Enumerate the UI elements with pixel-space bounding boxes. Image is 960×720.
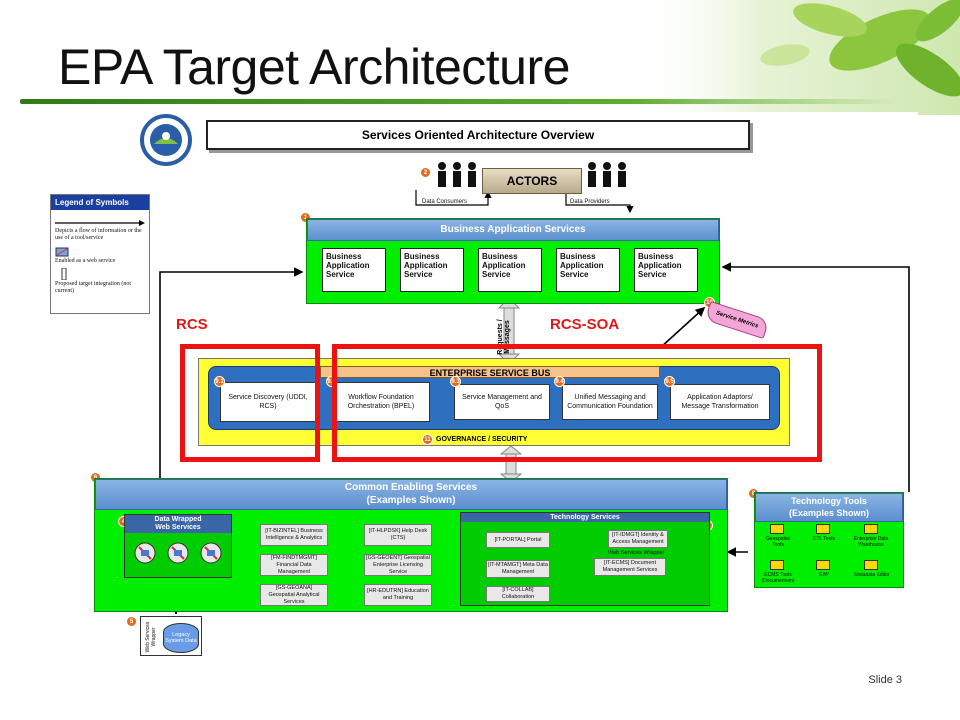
esb-module-workflow: Workflow Foundation Orchestration (BPEL) xyxy=(332,382,430,422)
data-warehouse-icon xyxy=(864,524,878,534)
esb-module-service-discovery: Service Discovery (UDDI, RCS) xyxy=(220,382,316,422)
data-wrapped-icons xyxy=(134,542,222,564)
tech-tools-title-line2: (Examples Shown) xyxy=(788,508,869,518)
governance-label: GOVERNANCE / SECURITY xyxy=(436,436,528,443)
tech-metadata: [IT-MTAMGT] Meta Data Management xyxy=(486,560,550,578)
business-service-5: Business Application Service xyxy=(634,248,698,292)
esb-module-adaptors: Application Adaptors/ Message Transforma… xyxy=(670,384,770,420)
actors-badge: 2 xyxy=(420,167,431,178)
web-service-icon xyxy=(55,247,69,257)
business-layer-title: Business Application Services xyxy=(307,219,719,241)
module-bizintel: [IT-BIZINTEL] Business Intelligence & An… xyxy=(260,524,328,546)
module-geoent: [GS-GEOENT] Geospatial Enterprise Licens… xyxy=(364,554,432,576)
epa-seal-logo xyxy=(140,114,192,166)
legend-arrow-icon xyxy=(55,220,145,226)
tool-ecms: ECMS Tools (Documentum) xyxy=(761,572,795,584)
tool-eiw: EIW xyxy=(819,572,829,578)
legacy-system-data: Legacy System Data xyxy=(163,623,199,653)
module-helpdesk: [IT-HLPDSK] Help Desk (CTS) xyxy=(364,524,432,546)
business-service-4: Business Application Service xyxy=(556,248,620,292)
module-geoana: [GS-GEOANA] Geospatial Analytical Servic… xyxy=(260,584,328,606)
web-wrapper-box: Web Services Wrapper Legacy System Data xyxy=(140,616,202,656)
rcs-soa-label: RCS-SOA xyxy=(550,316,620,333)
actors-label: ACTORS xyxy=(482,168,582,194)
architecture-diagram: Services Oriented Architecture Overview … xyxy=(50,112,918,660)
common-title-line1: Common Enabling Services xyxy=(344,482,478,493)
web-wrapper-label: Web Services Wrapper xyxy=(145,621,157,653)
tech-web-services-wrapper: Web Services Wrapper xyxy=(608,550,665,556)
common-title: Common Enabling Services (Examples Shown… xyxy=(95,479,727,510)
legend-box: Legend of Symbols Depicts a flow of info… xyxy=(50,194,150,314)
proposed-integration-icon xyxy=(61,268,67,280)
tech-portal: [IT-PORTAL] Portal xyxy=(486,532,550,548)
slide-number: Slide 3 xyxy=(868,674,902,686)
legend-item-web-service: Enabled as a web service xyxy=(55,258,116,264)
slide-title: EPA Target Architecture xyxy=(58,39,570,95)
tech-document-mgmt: [IT-ECMS] Document Management Services xyxy=(594,558,666,576)
data-wrapped-title-line1: Data Wrapped xyxy=(154,516,202,523)
ecms-tools-icon xyxy=(770,560,784,570)
business-service-3: Business Application Service xyxy=(478,248,542,292)
rcs-soa-highlight-box xyxy=(332,344,822,462)
tech-services-title: Technology Services xyxy=(461,513,709,522)
geospatial-tools-icon xyxy=(770,524,784,534)
esb-module-badge-3: 9.3 xyxy=(450,376,461,387)
esb-module-badge-1: 9.1 xyxy=(214,376,225,387)
metadata-editor-icon xyxy=(864,560,878,570)
data-wrapped-title-line2: Web Services xyxy=(155,524,201,531)
module-edutrn: [HR-EDUTRN] Education and Training xyxy=(364,584,432,606)
data-consumers-caption: Data Consumers xyxy=(422,199,468,205)
esb-title: ENTERPRISE SERVICE BUS xyxy=(320,366,660,378)
tech-tools-title-line1: Technology Tools xyxy=(791,496,867,506)
tech-identity: [IT-IDMGT] Identity & Access Management xyxy=(608,530,668,548)
legend-item-proposed: Proposed target integration (not current… xyxy=(55,281,132,294)
tool-metadata-editor: Metadata Editor xyxy=(854,572,890,578)
tool-geospatial: Geospatial Tools xyxy=(766,536,790,548)
data-wrapped-box: Data Wrapped Web Services xyxy=(124,514,232,578)
tech-collab: [IT-COLLAB] Collaboration xyxy=(486,586,550,602)
data-wrapped-title: Data Wrapped Web Services xyxy=(125,515,231,533)
etl-tools-icon xyxy=(816,524,830,534)
rcs-highlight-box xyxy=(180,344,320,462)
module-findtmgmt: [FM-FINDTMGMT] Financial Data Management xyxy=(260,554,328,576)
governance-badge: 11 xyxy=(422,434,433,445)
business-layer-badge: 1 xyxy=(300,212,311,223)
rcs-label: RCS xyxy=(176,316,208,333)
data-providers-icon xyxy=(588,162,626,187)
diagram-header: Services Oriented Architecture Overview xyxy=(206,120,750,150)
tech-tools-layer: Technology Tools (Examples Shown) xyxy=(754,492,904,588)
esb-module-unified-messaging: Unified Messaging and Communication Foun… xyxy=(562,384,658,420)
tool-etl: ETL Tools xyxy=(813,536,835,542)
title-underline xyxy=(20,99,900,104)
tech-tools-title: Technology Tools (Examples Shown) xyxy=(755,493,903,522)
esb-module-service-management: Service Management and QoS xyxy=(454,384,550,420)
eiw-icon xyxy=(816,560,830,570)
esb-module-badge-5: 9.5 xyxy=(664,376,675,387)
tool-data-warehouse: Enterprise Data Warehouse xyxy=(853,536,889,548)
legend-title: Legend of Symbols xyxy=(51,195,149,210)
web-wrapper-badge: 5 xyxy=(126,616,137,627)
business-service-1: Business Application Service xyxy=(322,248,386,292)
business-service-2: Business Application Service xyxy=(400,248,464,292)
common-title-line2: (Examples Shown) xyxy=(366,495,456,506)
leaf-background xyxy=(630,0,960,115)
legend-item-flow: Depicts a flow of information or the use… xyxy=(55,228,142,241)
data-providers-caption: Data Providers xyxy=(570,199,610,205)
data-consumers-icon xyxy=(438,162,476,187)
esb-module-badge-4: 9.4 xyxy=(554,376,565,387)
